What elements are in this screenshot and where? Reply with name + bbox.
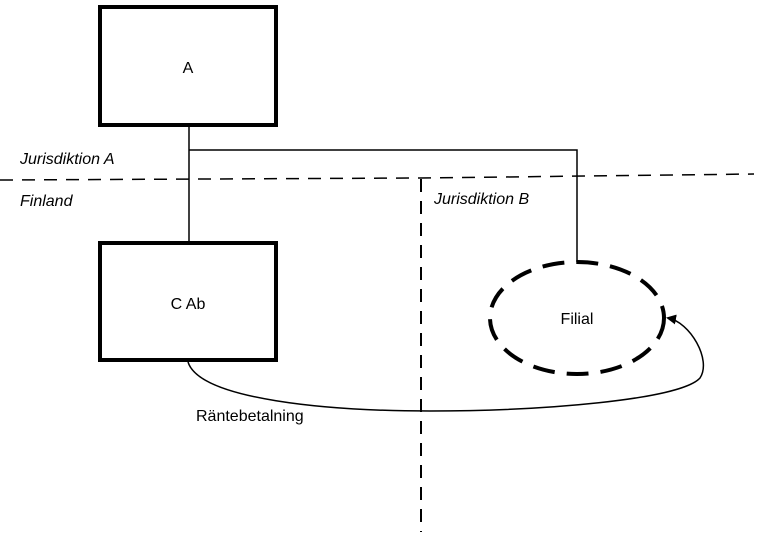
jurisdiction-boundary-horizontal xyxy=(0,173,755,181)
flow-rantebetalning-label: Räntebetalning xyxy=(196,408,304,425)
region-jurisdiction-a-label: Jurisdiktion A xyxy=(19,151,115,168)
region-jurisdiction-b-label: Jurisdiktion B xyxy=(433,191,529,208)
flow-rantebetalning-arrow xyxy=(187,314,705,412)
entity-c-ab-label: C Ab xyxy=(171,296,206,313)
entity-filial-label: Filial xyxy=(561,311,594,328)
entity-a-box[interactable] xyxy=(98,5,278,127)
entity-c-ab-box[interactable] xyxy=(98,241,278,362)
region-finland-label: Finland xyxy=(20,193,74,210)
link-a-to-filial xyxy=(189,149,578,262)
entity-a-label: A xyxy=(183,60,194,77)
entity-filial-ellipse[interactable] xyxy=(488,260,666,376)
